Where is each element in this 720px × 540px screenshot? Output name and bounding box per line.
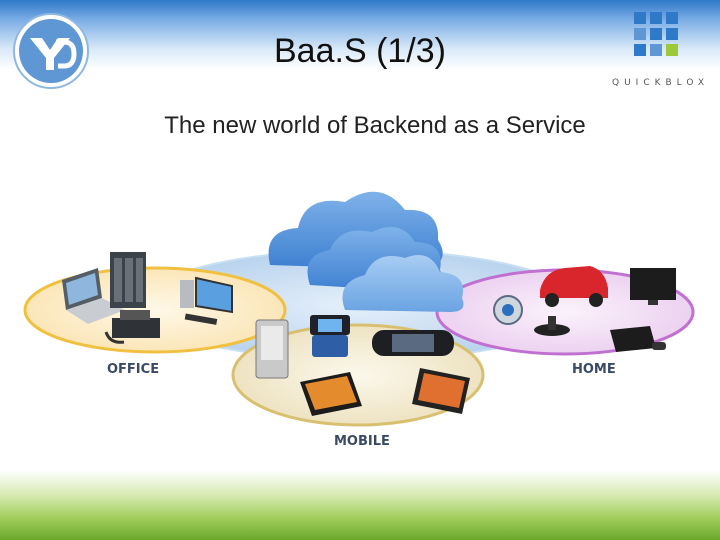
quickblox-logo-icon [634,12,678,56]
cloud-icon [268,191,464,312]
top-gradient-band [0,0,720,70]
quickblox-logo-text: QUICKBLOX [612,78,710,88]
portable-game-console-icon [372,330,454,356]
yd-logo-icon [13,13,89,89]
office-label: OFFICE [107,362,159,377]
bottom-gradient-band [0,470,720,540]
mobile-label: MOBILE [334,434,390,449]
television-icon [630,268,676,305]
smartphone-icon [412,368,470,414]
slide-subtitle: The new world of Backend as a Service [164,112,586,139]
handheld-console-icon [310,315,350,357]
laptop-icon [62,268,125,324]
car-icon [540,266,608,307]
speaker-icon [493,295,523,325]
server-rack-icon [110,252,146,308]
slide-title: Baa.S (1/3) [274,32,446,70]
ereader-icon [255,319,289,379]
desktop-computer-icon [180,276,233,325]
dock-icon [534,316,570,336]
fax-machine-icon [104,310,160,344]
backend-diagram: OFFICE HOME MOBILE [23,191,695,449]
tablet-icon [300,372,362,416]
game-console-icon [610,326,666,352]
home-label: HOME [572,362,616,377]
